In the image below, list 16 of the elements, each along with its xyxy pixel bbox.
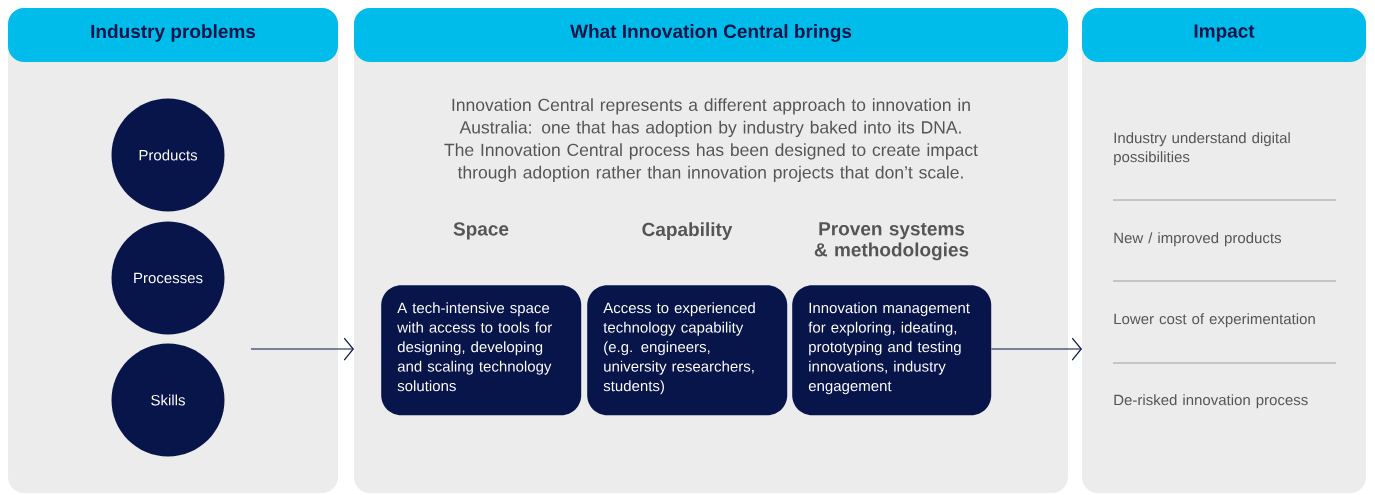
- header-band: What Innovation Central brings: [354, 8, 1068, 62]
- impact-item: Industry understand digital possibilities: [1114, 132, 1290, 166]
- impact-item: New / improved products: [1114, 232, 1281, 247]
- rounded-box: Access to experienced technology capability (e.g. engineers, university researchers, students): [587, 285, 788, 416]
- intro-paragraph: Innovation Central represents a different approach to innovation in Australia: one that has adoption by industry baked into its DNA. The Innovation Central process has been designed to create impact through adoption rather than innovation projects that don’t scale.: [444, 98, 978, 182]
- rounded-box: A tech-intensive space with access to tools for designing, developing and scaling technology solutions: [381, 285, 582, 416]
- impact-item: Lower cost of experimentation: [1114, 313, 1315, 328]
- header-band: Industry problems: [8, 8, 338, 62]
- arrow: [990, 337, 1082, 361]
- column-heading: Space: [453, 222, 509, 240]
- arrow: [250, 337, 354, 361]
- column-heading: Capability: [642, 222, 733, 240]
- header-band: Impact: [1082, 8, 1366, 62]
- rounded-box: Innovation management for exploring, ideating, prototyping and testing innovations, industry engagement: [792, 285, 992, 416]
- impact-item: De-risked innovation process: [1114, 394, 1308, 409]
- column-heading: Proven systems & methodologies: [814, 222, 969, 261]
